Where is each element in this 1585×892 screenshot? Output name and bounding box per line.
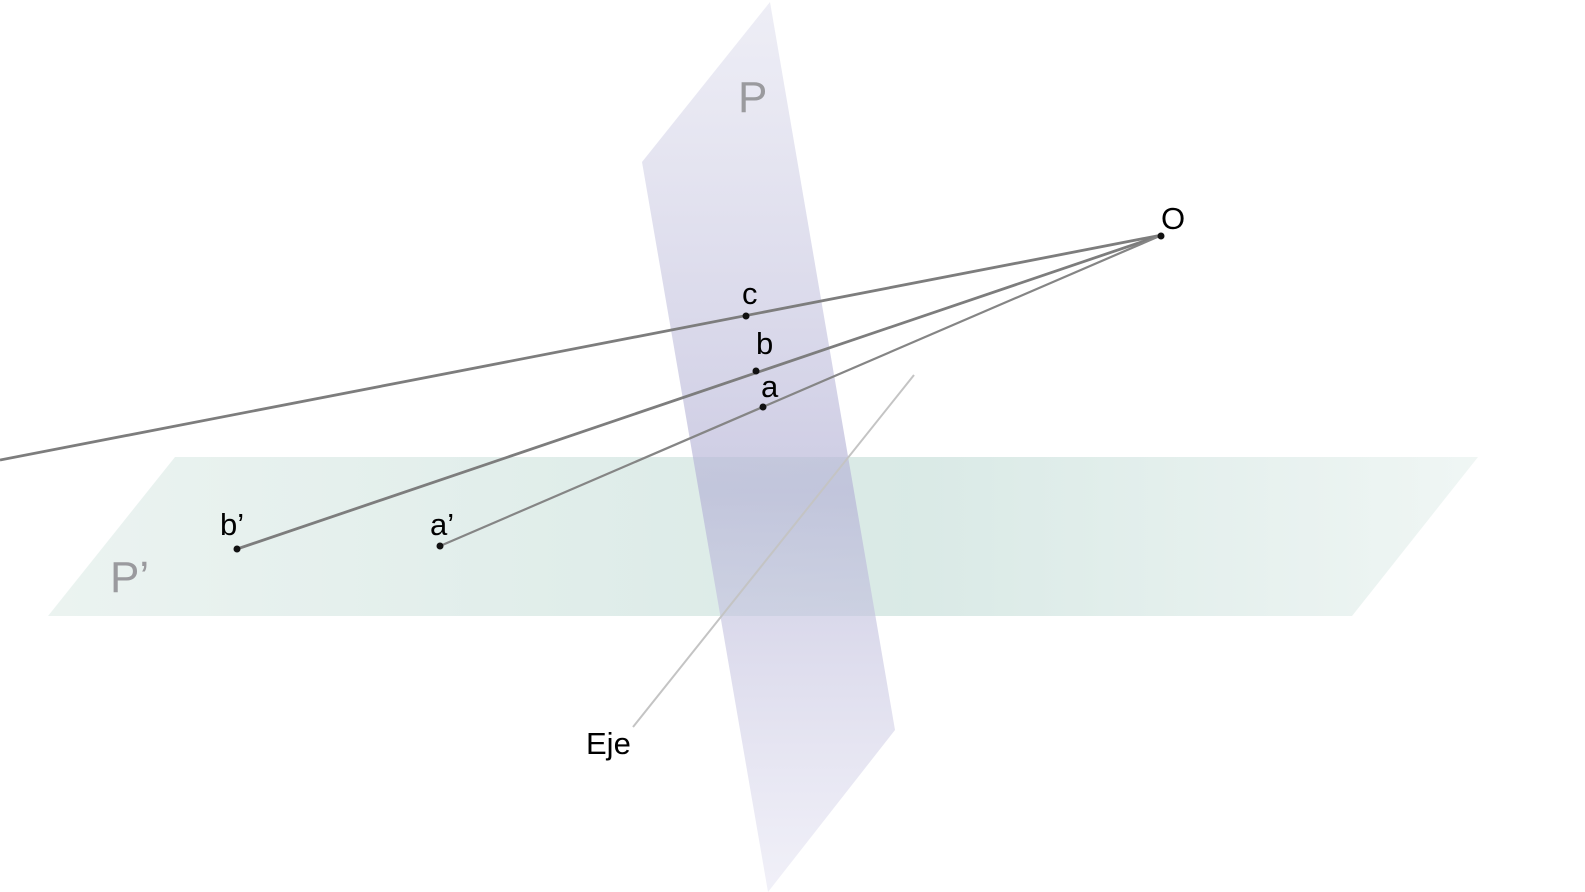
point-b-prime [233, 545, 241, 553]
point-b-prime-label: b’ [220, 507, 244, 542]
point-o [1157, 232, 1165, 240]
plane-p-label: P [738, 73, 767, 122]
axis-line [632, 374, 915, 728]
point-c-label: c [742, 276, 758, 311]
point-a [759, 403, 767, 411]
axis-label: Eje [586, 726, 631, 761]
point-c [742, 312, 750, 320]
ray-o-a-prime [439, 233, 1163, 548]
ray-o-b-prime [236, 233, 1163, 551]
point-a-prime-label: a’ [430, 507, 454, 542]
plane-p [642, 2, 895, 892]
point-a-prime [436, 542, 444, 550]
plane-p-prime-label: P’ [110, 553, 149, 602]
point-o-label: O [1161, 201, 1185, 236]
point-b-label: b [756, 326, 773, 361]
point-a-label: a [761, 369, 779, 404]
point-b [752, 367, 760, 375]
ray-o-c [0, 233, 1163, 462]
